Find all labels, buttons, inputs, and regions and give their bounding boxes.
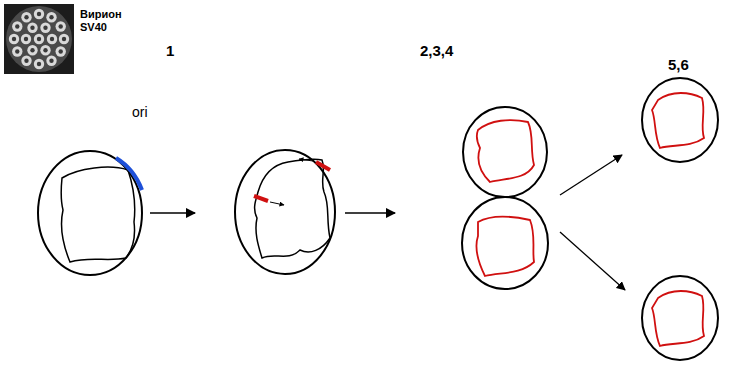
stage-3-cells	[462, 107, 548, 289]
stage-5-cells	[642, 78, 718, 360]
stage-arrow	[150, 212, 195, 214]
stage-arrow	[345, 212, 395, 214]
virion-image	[4, 4, 74, 74]
stage-number: 5,6	[668, 56, 689, 73]
stage-number: 1	[166, 42, 174, 59]
stage-2-cell	[235, 150, 335, 274]
stage-1-cell	[38, 151, 142, 275]
stage-arrow	[560, 232, 625, 290]
origin-label: ori	[132, 104, 148, 120]
stage-number: 2,3,4	[420, 42, 453, 59]
stage-arrow	[560, 155, 622, 195]
virion-caption: Вирион SV40	[80, 8, 130, 33]
